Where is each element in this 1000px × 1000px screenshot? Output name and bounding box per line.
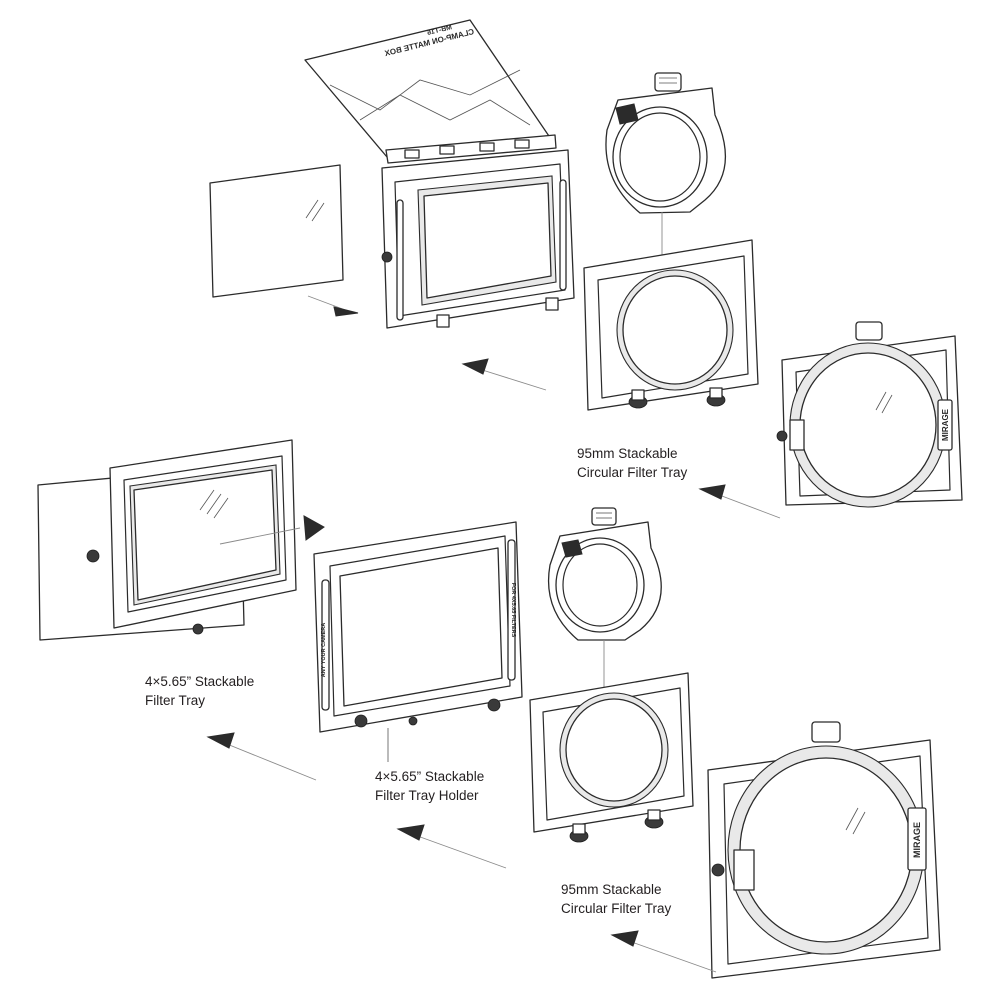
- arrow-holder-to-filter-tray: [206, 732, 317, 781]
- stackable-filter-tray-4x565: [37, 439, 325, 641]
- adapter-badge-bottom: MIRAGE: [912, 822, 922, 858]
- label-4x565-tray-holder: 4×5.65” Stackable Filter Tray Holder: [375, 767, 484, 805]
- lens-adapter-top: MIRAGE: [776, 321, 963, 508]
- arrow-adapter-to-tray-bottom: [610, 930, 717, 973]
- label-4x565-tray-holder-line1: 4×5.65” Stackable: [375, 769, 485, 784]
- label-4x565-filter-tray-line2: Filter Tray: [145, 693, 206, 708]
- circular-filter-tray-top: [583, 239, 759, 411]
- holder-side-right-text: FOR 4X5.65 FILTERS: [510, 583, 516, 638]
- label-95mm-tray-bottom: 95mm Stackable Circular Filter Tray: [561, 880, 671, 918]
- matte-box: MB-T16 CLAMP-ON MATTE BOX: [304, 19, 575, 329]
- arrow-tray-to-holder: [396, 824, 507, 869]
- circular-insert-ring-top: [605, 72, 727, 214]
- label-95mm-tray-bottom-line2: Circular Filter Tray: [561, 901, 672, 916]
- lens-adapter-bottom: MIRAGE: [707, 721, 941, 979]
- circular-filter-tray-bottom: [529, 672, 694, 843]
- label-4x565-filter-tray-line1: 4×5.65” Stackable: [145, 674, 255, 689]
- label-95mm-tray-top-line1: 95mm Stackable: [577, 446, 678, 461]
- filter-tray-holder: ANY YOUR CAMERA FOR 4X5.65 FILTERS: [313, 521, 523, 762]
- arrow-adapter-to-tray-top: [698, 484, 781, 519]
- label-4x565-filter-tray: 4×5.65” Stackable Filter Tray: [145, 672, 254, 710]
- label-4x565-tray-holder-line2: Filter Tray Holder: [375, 788, 479, 803]
- label-95mm-tray-bottom-line1: 95mm Stackable: [561, 882, 662, 897]
- glass-filter-top: [209, 164, 344, 298]
- label-95mm-tray-top-line2: Circular Filter Tray: [577, 465, 688, 480]
- circular-insert-ring-bottom: [547, 507, 662, 641]
- arrow-glass-to-matte-box: [307, 295, 359, 317]
- label-95mm-tray-top: 95mm Stackable Circular Filter Tray: [577, 444, 687, 482]
- adapter-badge-top: MIRAGE: [941, 408, 950, 441]
- holder-side-left-text: ANY YOUR CAMERA: [321, 623, 327, 678]
- arrow-tray-to-matte-box: [461, 358, 547, 391]
